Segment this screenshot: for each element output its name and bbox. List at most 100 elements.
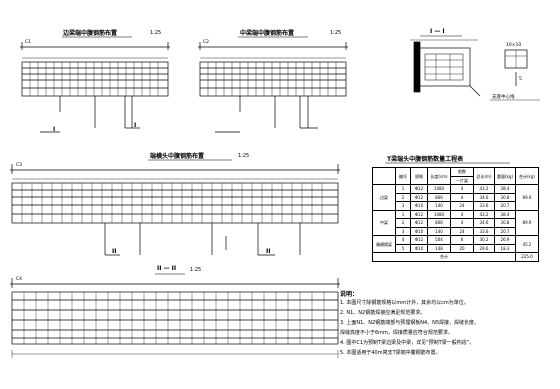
dim-label-1: C1 — [25, 40, 32, 45]
table-header: 根数 — [450, 167, 474, 177]
table-header: 总长(m) — [473, 167, 495, 185]
table-cell: 504 — [427, 235, 451, 245]
long-slab-title: 端横头中腹钢筋布置 — [150, 153, 205, 160]
table-total-row: 合计 225.0 — [372, 252, 539, 262]
table-cell: 2 — [395, 218, 411, 228]
table-cell: 3 — [395, 201, 411, 211]
table-row: 2 Φ12 866 4 34.6 30.8 — [373, 192, 539, 202]
table-cell: 140 — [427, 201, 451, 211]
mid-beam-slab-title: 中梁端中腹钢筋布置 — [240, 30, 295, 37]
table-cell: 140 — [427, 226, 451, 236]
section-1-title: I — I — [430, 28, 445, 35]
section-1-drawing — [410, 39, 540, 101]
table-cell: Φ12 — [410, 209, 428, 219]
table-cell: Φ10 — [410, 243, 428, 253]
dim-label-5: 10×10 — [506, 43, 522, 48]
table-group-name: 中梁 — [372, 209, 396, 236]
table-cell: 33.6 — [473, 226, 495, 236]
table-subheader: 一片梁 — [450, 175, 474, 185]
notes-line: 5. 本图适用于40m简支T梁端中腹钢筋布置。 — [340, 350, 441, 356]
table-row: 边梁 1 Φ12 1080 4 43.2 38.4 89.9 — [372, 184, 539, 211]
roman-marker-1b: I — [134, 122, 137, 129]
table-cell: 24 — [450, 201, 474, 211]
table-cell: 4 — [450, 218, 474, 228]
table-cell: 38.4 — [494, 184, 516, 194]
notes-line: 4. 图中C1为预制T梁边梁及中梁，详见“预制T梁一般构造”。 — [340, 340, 475, 346]
roman-marker-1a: I — [53, 126, 56, 133]
table-row: 端横隔梁 4 Φ12 504 6 30.2 26.9 45.2 — [372, 235, 539, 253]
table-cell: 24 — [450, 226, 474, 236]
section-2-title: II — II — [157, 265, 177, 272]
notes-line: 焊缝高度不小于6mm，焊接质量应符合规范要求。 — [340, 330, 453, 336]
dim-label-4: C4 — [16, 277, 23, 282]
table-cell: 1080 — [427, 209, 451, 219]
table-cell: 4 — [450, 192, 474, 202]
table-group-name: 边梁 — [372, 184, 396, 211]
long-slab-drawing — [10, 164, 340, 256]
long-slab-scale: 1:25 — [238, 153, 250, 159]
table-cell: Φ10 — [410, 226, 428, 236]
table-cell: 45.2 — [515, 235, 539, 253]
table-cell: 89.9 — [515, 184, 539, 211]
table-cell: 43.2 — [473, 209, 495, 219]
table-cell: 20 — [450, 243, 474, 253]
dim-label-3: C3 — [16, 163, 23, 168]
table-header: 合计(kg) — [515, 167, 539, 185]
table-cell: Φ12 — [410, 218, 428, 228]
table-title: T梁端头中腹钢筋数量工程表 — [387, 156, 464, 163]
table-cell: 5 — [395, 243, 411, 253]
table-row: 2 Φ12 866 4 34.6 30.8 — [373, 218, 539, 228]
edge-beam-slab-scale: 1:25 — [150, 30, 162, 36]
table-cell: 89.9 — [515, 209, 539, 236]
table-cell: 1080 — [427, 184, 451, 194]
table-cell: 2 — [395, 192, 411, 202]
axis-label: 支座中心线 — [492, 95, 515, 100]
table-cell: 34.6 — [473, 192, 495, 202]
table-header: 重量(kg) — [494, 167, 516, 185]
table-cell: 866 — [427, 218, 451, 228]
edge-beam-slab-title: 边梁端中腹钢筋布置 — [63, 30, 118, 37]
table-cell: 4 — [450, 184, 474, 194]
notes-heading: 说明： — [340, 291, 359, 298]
table-header: 长度(cm) — [427, 167, 451, 185]
roman-marker-2a: II — [112, 248, 117, 255]
notes-block: 说明： 1. 本图尺寸除钢筋规格以mm计外，其余均以cm为单位。 2. N1、N… — [340, 289, 555, 358]
table-row: 中梁 1 Φ12 1080 4 43.2 38.4 89.9 — [372, 209, 539, 236]
table-cell: 30.8 — [494, 218, 516, 228]
table-header: 编号 — [395, 167, 411, 185]
notes-line: 2. N1、N2钢筋焊接应满足规范要求。 — [340, 310, 426, 316]
title-underlines — [62, 35, 510, 275]
roman-marker-2b: II — [266, 248, 271, 255]
table-row: 3 Φ10 140 24 33.6 20.7 — [373, 226, 539, 236]
table-cell: 3 — [395, 226, 411, 236]
table-cell: 20.7 — [494, 226, 516, 236]
mid-beam-slab-drawing — [198, 42, 348, 133]
edge-beam-slab-drawing — [20, 42, 170, 133]
table-cell: 18.3 — [494, 243, 516, 253]
table-header-group — [372, 167, 396, 185]
table-header: 规格 — [410, 167, 428, 185]
table-cell: 34.6 — [473, 218, 495, 228]
table-cell: 1 — [395, 184, 411, 194]
table-cell: Φ10 — [410, 201, 428, 211]
mid-beam-slab-scale: 1:25 — [330, 30, 342, 36]
table-cell: Φ12 — [410, 184, 428, 194]
table-cell: 30.2 — [473, 235, 495, 245]
notes-line: 1. 本图尺寸除钢筋规格以mm计外，其余均以cm为单位。 — [340, 300, 469, 306]
table-cell: 43.2 — [473, 184, 495, 194]
table-cell: Φ12 — [410, 192, 428, 202]
dim-label-6: 5 — [519, 77, 522, 82]
table-cell: 20.7 — [494, 201, 516, 211]
table-cell: Φ12 — [410, 235, 428, 245]
table-header-row: 编号 规格 长度(cm) 根数 总长(m) 重量(kg) 合计(kg) — [372, 167, 539, 185]
table-total-label: 合计 — [372, 252, 516, 262]
section-2-scale: 1:25 — [190, 267, 202, 273]
notes-line: 3. 上面N1、N2钢筋端部与预埋钢板N4、N5焊接，焊缝长度。 — [340, 320, 480, 326]
table-cell: 1 — [395, 209, 411, 219]
table-cell: 33.6 — [473, 201, 495, 211]
table-cell: 38.4 — [494, 209, 516, 219]
section-2-drawing — [10, 278, 340, 358]
table-cell: 26.9 — [494, 235, 516, 245]
table-total-value: 225.0 — [515, 252, 539, 262]
table-cell: 30.8 — [494, 192, 516, 202]
